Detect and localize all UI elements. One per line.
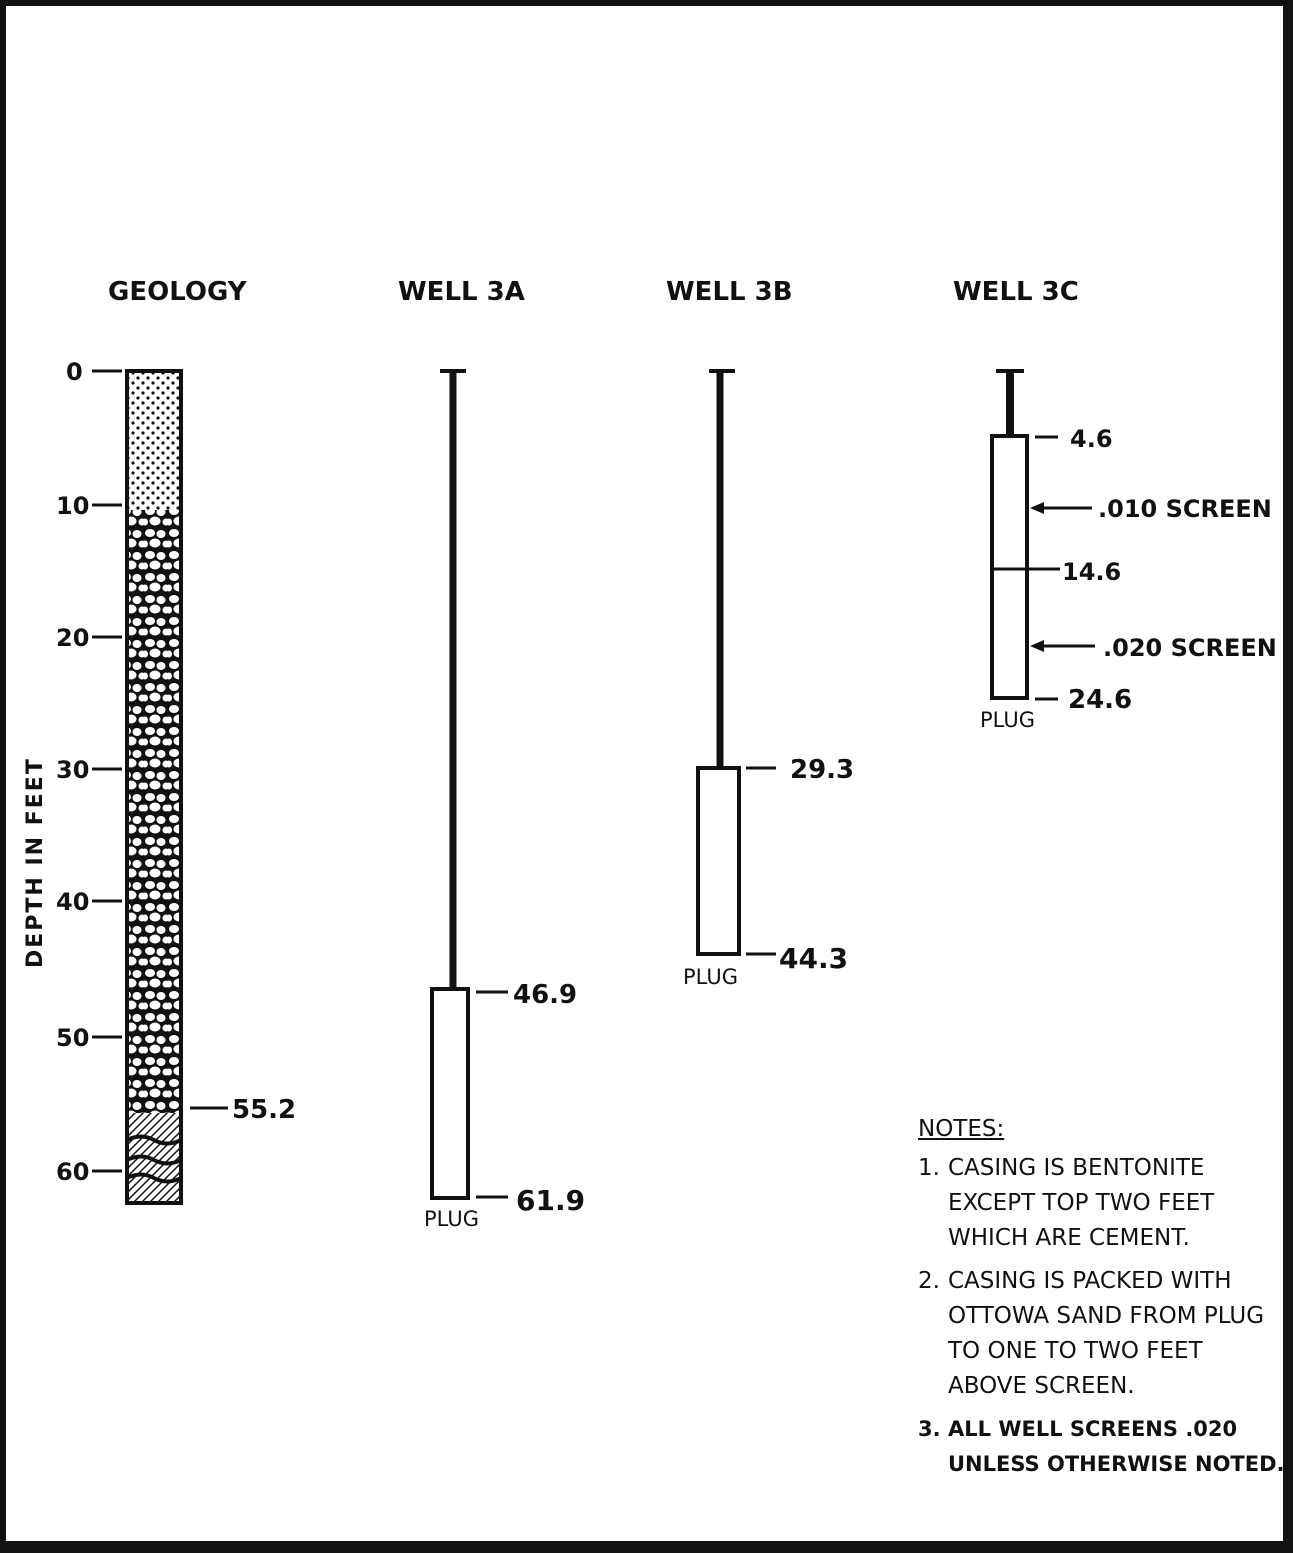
- depth-ticks: 0 10 20 30 40 50 60: [56, 358, 122, 1186]
- note-3-number: 3.: [918, 1417, 941, 1441]
- geology-column: 55.2: [125, 369, 296, 1205]
- sand-layer: [127, 371, 181, 510]
- lower-screen-arrowhead: [1030, 640, 1044, 652]
- header-geology: GEOLOGY: [108, 277, 248, 307]
- geology-outline: [125, 369, 183, 1205]
- well-3a-screen-top-label: 46.9: [513, 980, 577, 1010]
- note-2: 2. CASING IS PACKED WITH OTTOWA SAND FRO…: [918, 1264, 1278, 1404]
- well-3a-plug-label: PLUG: [424, 1207, 479, 1231]
- header-well-3b: WELL 3B: [666, 277, 793, 307]
- upper-screen-arrowhead: [1030, 502, 1044, 514]
- tick-label-0: 0: [66, 358, 83, 386]
- note-1-line-3: WHICH ARE CEMENT.: [948, 1225, 1190, 1251]
- note-2-line-4: ABOVE SCREEN.: [948, 1373, 1135, 1399]
- gravel-layer: [127, 510, 181, 1113]
- well-3a-screen-bottom-label: 61.9: [516, 1184, 585, 1217]
- well-3a: 46.9 61.9 PLUG: [424, 369, 585, 1231]
- well-3c-screen: [990, 434, 1029, 700]
- note-3: 3. ALL WELL SCREENS .020 UNLESS OTHERWIS…: [918, 1412, 1285, 1482]
- note-2-line-2: OTTOWA SAND FROM PLUG: [948, 1303, 1265, 1329]
- contact-depth-label: 55.2: [232, 1095, 296, 1125]
- axis-label: DEPTH IN FEET: [23, 757, 48, 968]
- well-3b-plug-label: PLUG: [683, 965, 738, 989]
- tick-label-50: 50: [56, 1024, 89, 1052]
- note-1-number: 1.: [918, 1155, 940, 1181]
- well-3b-screen-top-label: 29.3: [790, 755, 854, 785]
- note-2-line-1: CASING IS PACKED WITH: [948, 1268, 1232, 1294]
- well-3b-screen: [696, 766, 741, 956]
- well-3c-screen-bottom-label: 24.6: [1068, 685, 1132, 715]
- header-well-3a: WELL 3A: [398, 277, 525, 307]
- notes-heading: NOTES:: [918, 1116, 1005, 1142]
- note-2-number: 2.: [918, 1268, 940, 1294]
- tick-label-20: 20: [56, 624, 89, 652]
- well-3c-screen-mid-label: 14.6: [1062, 558, 1121, 586]
- note-3-line-2: UNLESS OTHERWISE NOTED.: [948, 1452, 1285, 1476]
- well-3c-lower-screen-label: .020 SCREEN: [1103, 634, 1277, 662]
- tick-label-10: 10: [56, 492, 89, 520]
- well-3c-upper-screen-label: .010 SCREEN: [1098, 495, 1272, 523]
- well-3c-screen-top-label: 4.6: [1070, 425, 1113, 453]
- bedrock-breaks: [126, 1134, 182, 1184]
- well-3a-screen: [430, 987, 470, 1200]
- note-1-line-2: EXCEPT TOP TWO FEET: [948, 1190, 1215, 1216]
- well-3c: 4.6 .010 SCREEN 14.6 .020 SCREEN 24.6 PL…: [980, 369, 1277, 732]
- note-2-line-3: TO ONE TO TWO FEET: [948, 1338, 1203, 1364]
- tick-label-40: 40: [56, 888, 89, 916]
- well-3c-plug-label: PLUG: [980, 708, 1035, 732]
- well-3b: 29.3 44.3 PLUG: [683, 369, 854, 989]
- note-1-line-1: CASING IS BENTONITE: [948, 1155, 1205, 1181]
- well-3b-screen-bottom-label: 44.3: [779, 942, 848, 975]
- note-1: 1. CASING IS BENTONITE EXCEPT TOP TWO FE…: [918, 1151, 1278, 1256]
- note-3-line-1: ALL WELL SCREENS .020: [948, 1417, 1238, 1441]
- tick-label-30: 30: [56, 756, 89, 784]
- tick-label-60: 60: [56, 1158, 89, 1186]
- header-well-3c: WELL 3C: [953, 277, 1079, 307]
- notes-block: NOTES: 1. CASING IS BENTONITE EXCEPT TOP…: [918, 1112, 1285, 1490]
